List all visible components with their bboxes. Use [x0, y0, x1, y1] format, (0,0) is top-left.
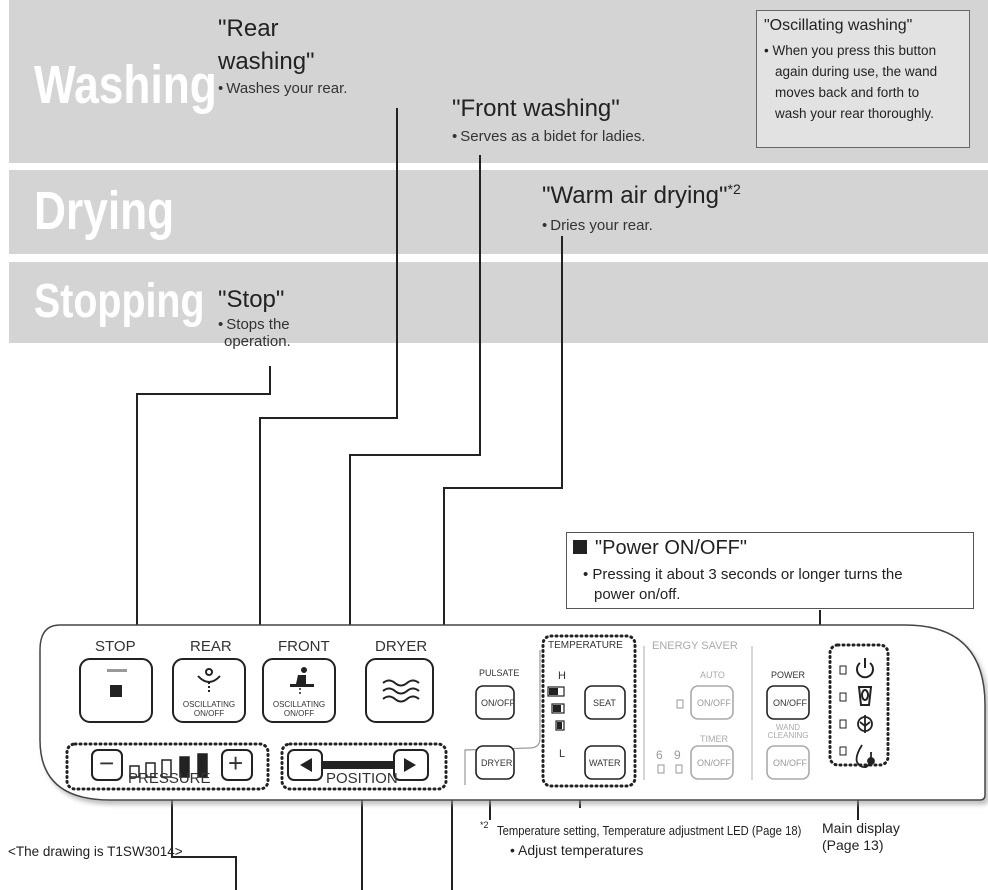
water-temp-icon	[855, 744, 875, 769]
wand-cleaning-button[interactable]	[766, 745, 810, 780]
rear-callout-title-line2: washing"	[218, 48, 315, 75]
position-slider-bar	[322, 761, 394, 769]
dryer-button[interactable]	[365, 658, 434, 723]
temperature-led-ladder	[547, 686, 565, 731]
dryer-temp-button-label: DRYER	[481, 758, 513, 768]
energy-saver-label: ENERGY SAVER	[652, 640, 738, 652]
oscillating-note-desc: • When you press this button again durin…	[764, 43, 938, 121]
right-arrow-icon	[404, 758, 416, 772]
oscillating-note-title: "Oscillating washing"	[764, 17, 913, 34]
power-callout: "Power ON/OFF" • Pressing it about 3 sec…	[566, 532, 974, 609]
front-callout-desc: •Serves as a bidet for ladies.	[452, 128, 646, 145]
pulsate-divider	[464, 650, 541, 785]
timer-button[interactable]	[690, 745, 734, 780]
dryer-callout-desc: •Dries your rear.	[542, 217, 653, 234]
temperature-caption-bullet: • Adjust temperatures	[510, 842, 644, 858]
front-button[interactable]	[262, 658, 336, 723]
warm-air-icon	[382, 679, 420, 703]
timer-9-label: 9	[674, 748, 681, 762]
drawing-note: <The drawing is T1SW3014>	[8, 844, 183, 859]
rear-spray-icon	[197, 668, 221, 692]
timer-label: TIMER	[700, 734, 728, 744]
drying-heading: Drying	[34, 181, 175, 241]
wand-cleaning-button-label: ON/OFF	[773, 758, 807, 768]
temperature-caption: Temperature setting, Temperature adjustm…	[497, 824, 802, 838]
temp-high-label: H	[558, 670, 566, 682]
front-callout-title: "Front washing"	[452, 95, 620, 122]
front-spray-icon	[290, 667, 314, 696]
seat-button-label: SEAT	[593, 698, 616, 708]
dryer-footnote-mark: *2	[727, 181, 741, 197]
pressure-plus-button[interactable]	[221, 749, 253, 781]
pulsate-button-label: ON/OFF	[481, 698, 515, 708]
auto-button-label: ON/OFF	[697, 698, 731, 708]
stop-label: STOP	[95, 638, 136, 655]
power-button[interactable]	[766, 685, 810, 720]
auto-label: AUTO	[700, 670, 725, 680]
auto-button[interactable]	[690, 685, 734, 720]
pressure-label: PRESSURE	[128, 770, 211, 787]
main-display-leds	[839, 665, 847, 756]
power-callout-desc: • Pressing it about 3 seconds or longer …	[583, 566, 903, 603]
temp-low-label: L	[559, 748, 566, 760]
rear-callout-title-line1: "Rear	[218, 15, 279, 42]
wand-icon	[857, 686, 873, 706]
stop-indicator-icon	[107, 669, 127, 672]
rear-label: REAR	[190, 638, 232, 655]
water-button-label: WATER	[589, 758, 621, 768]
timer-button-label: ON/OFF	[697, 758, 731, 768]
power-callout-title: "Power ON/OFF"	[573, 537, 747, 560]
left-arrow-icon	[300, 758, 312, 772]
energy-leds	[657, 699, 684, 774]
power-label: POWER	[771, 670, 806, 680]
main-display-caption: Main display(Page 13)	[822, 820, 900, 853]
stop-square-icon	[110, 685, 122, 697]
dryer-label: DRYER	[375, 638, 428, 655]
seat-temp-button[interactable]	[584, 685, 626, 720]
pressure-plus-sign: +	[228, 748, 244, 778]
power-button-label: ON/OFF	[773, 698, 807, 708]
pressure-group	[65, 742, 270, 791]
stopping-heading: Stopping	[34, 275, 205, 328]
rear-callout-desc: •Washes your rear.	[218, 80, 348, 97]
power-icon	[856, 658, 874, 679]
temperature-group	[541, 634, 637, 788]
temperature-label: TEMPERATURE	[548, 640, 623, 651]
pressure-minus-button[interactable]	[91, 749, 123, 781]
water-temp-button[interactable]	[584, 745, 626, 780]
dryer-temp-button[interactable]	[475, 745, 515, 780]
timer-6-label: 6	[656, 748, 663, 762]
oscillating-note: "Oscillating washing" • When you press t…	[756, 10, 970, 148]
footnote-mark: *2	[480, 820, 489, 830]
position-group	[280, 742, 448, 791]
pressure-minus-sign: −	[99, 748, 115, 778]
pressure-level-indicator	[129, 753, 208, 778]
eco-leaf-icon	[857, 715, 873, 733]
dryer-callout-title: "Warm air drying"*2	[542, 181, 741, 209]
pulsate-button[interactable]	[475, 685, 515, 720]
position-label: POSITION	[326, 770, 398, 787]
washing-heading: Washing	[34, 55, 217, 115]
front-label: FRONT	[278, 638, 330, 655]
pulsate-label: PULSATE	[479, 668, 520, 678]
